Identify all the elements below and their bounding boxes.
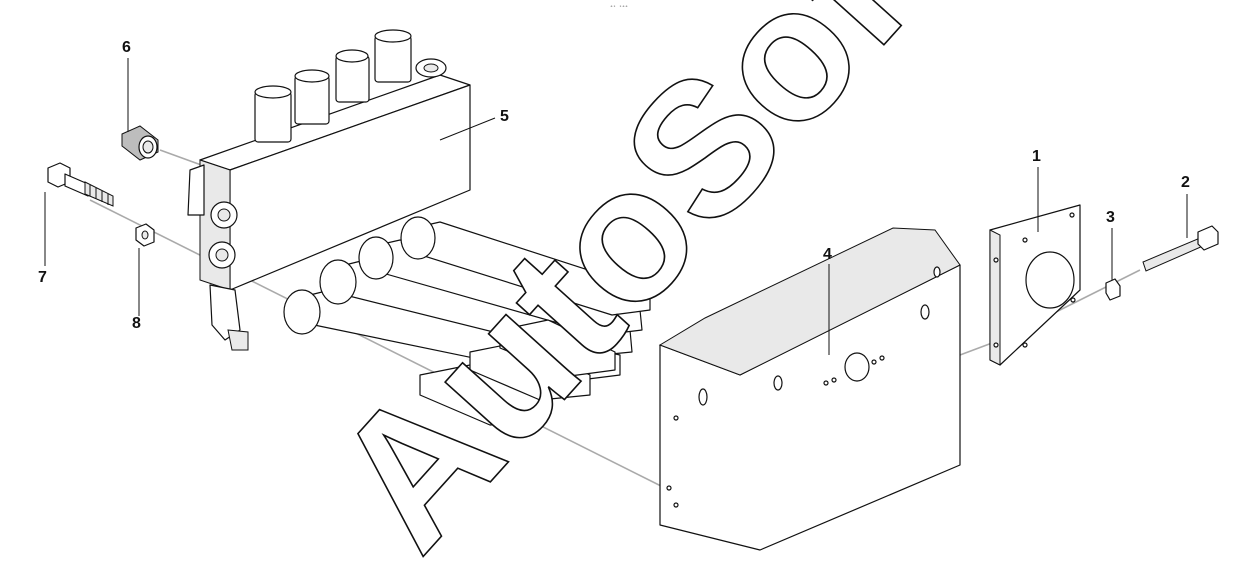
callout-2: 2: [1181, 174, 1190, 191]
mounting-plate-part: [989, 204, 1081, 366]
callout-1: 1: [1032, 148, 1041, 165]
fitting-part: [121, 125, 159, 161]
long-bolt-part: [47, 162, 114, 207]
stamp-text: ᵉˢ ˢᵉᵉ: [610, 5, 629, 11]
callout-4: 4: [823, 246, 832, 263]
callout-7: 7: [38, 269, 47, 286]
callout-6: 6: [122, 39, 131, 56]
lever-assemblies: [283, 216, 651, 426]
bolt-part-right: [1142, 225, 1219, 272]
nut-part: [135, 223, 155, 247]
control-valve-block: [187, 29, 651, 426]
callout-3: 3: [1106, 209, 1115, 226]
callout-5: 5: [500, 108, 509, 125]
callout-8: 8: [132, 315, 141, 332]
leader-lines: [44, 58, 1188, 355]
nut-part-right: [1105, 278, 1121, 301]
bracket-guard-part: [658, 227, 961, 551]
